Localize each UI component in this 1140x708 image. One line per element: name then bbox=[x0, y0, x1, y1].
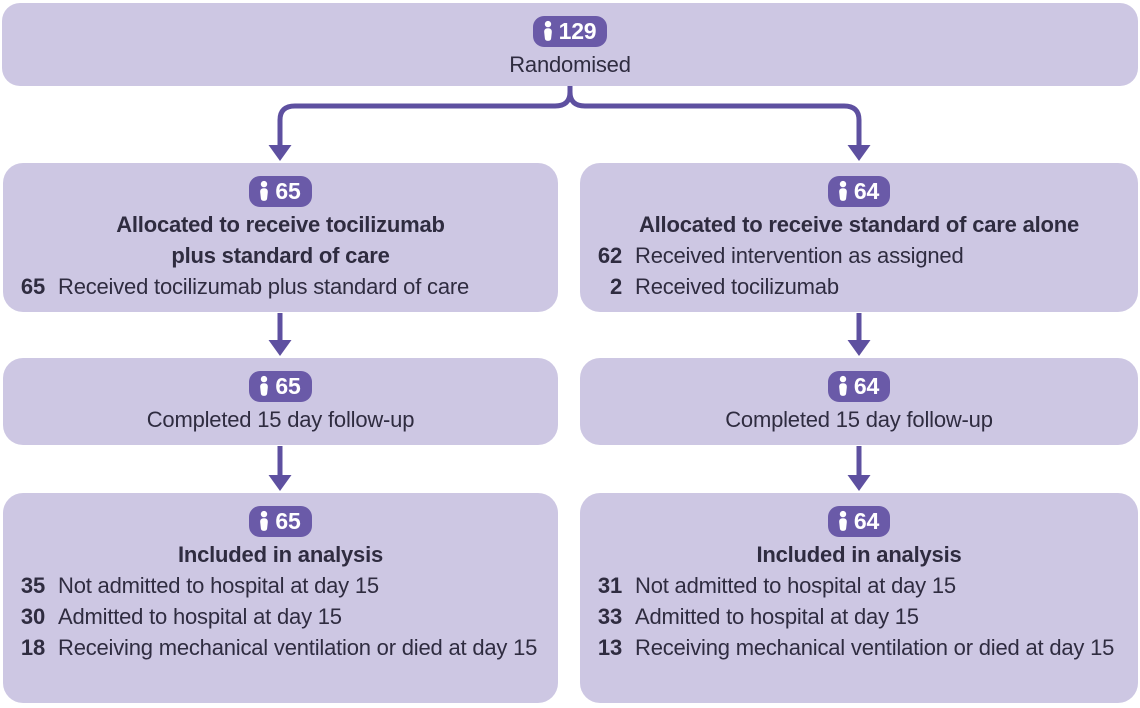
allocation-title: Allocated to receive standard of care al… bbox=[638, 211, 1080, 237]
participant-count: 64 bbox=[853, 177, 880, 204]
item-text: Admitted to hospital at day 15 bbox=[635, 603, 919, 629]
arrow-icon bbox=[847, 145, 871, 161]
branch-line-left bbox=[277, 84, 573, 147]
analysis-title: Included in analysis bbox=[756, 541, 962, 567]
allocation-items: 65 Received tocilizumab plus standard of… bbox=[3, 271, 558, 302]
person-icon bbox=[839, 181, 847, 202]
participant-count: 64 bbox=[853, 372, 880, 399]
item-text: Admitted to hospital at day 15 bbox=[58, 603, 342, 629]
arrow-icon bbox=[268, 145, 292, 161]
person-icon bbox=[839, 376, 847, 397]
person-icon bbox=[543, 21, 552, 42]
analysis-box-tocilizumab: 65 Included in analysis 35 Not admitted … bbox=[3, 493, 558, 703]
item-text: Received tocilizumab plus standard of ca… bbox=[58, 273, 470, 299]
list-item: 13 Receiving mechanical ventilation or d… bbox=[588, 632, 1132, 663]
list-item: 30 Admitted to hospital at day 15 bbox=[11, 601, 552, 632]
list-item: 18 Receiving mechanical ventilation or d… bbox=[11, 632, 552, 663]
list-item: 35 Not admitted to hospital at day 15 bbox=[11, 570, 552, 601]
participant-count-badge: 65 bbox=[249, 505, 312, 537]
participant-count: 65 bbox=[275, 372, 301, 399]
arrow-icon bbox=[268, 475, 292, 491]
list-item: 31 Not admitted to hospital at day 15 bbox=[588, 570, 1132, 601]
analysis-box-standard-care: 64 Included in analysis 31 Not admitted … bbox=[580, 493, 1138, 703]
participant-count: 65 bbox=[275, 507, 301, 534]
arrow-icon bbox=[268, 340, 292, 356]
followup-label: Completed 15 day follow-up bbox=[146, 406, 415, 432]
item-count: 30 bbox=[20, 603, 45, 629]
branch-line-right bbox=[567, 84, 862, 147]
badge-row: 65 bbox=[3, 163, 558, 207]
randomised-label: Randomised bbox=[509, 51, 631, 77]
item-text: Not admitted to hospital at day 15 bbox=[58, 572, 379, 598]
item-count: 62 bbox=[597, 242, 622, 268]
item-count: 35 bbox=[20, 572, 45, 598]
randomised-box: 129 Randomised bbox=[2, 3, 1138, 86]
item-text: Received tocilizumab bbox=[635, 273, 839, 299]
allocation-box-tocilizumab: 65 Allocated to receive tocilizumab plus… bbox=[3, 163, 558, 312]
item-text: Received intervention as assigned bbox=[635, 242, 964, 268]
item-text: Not admitted to hospital at day 15 bbox=[635, 572, 956, 598]
list-item: 62 Received intervention as assigned bbox=[588, 240, 1132, 271]
badge-row: 65 bbox=[3, 358, 558, 402]
list-item: 2 Received tocilizumab bbox=[588, 271, 1132, 302]
item-count: 2 bbox=[609, 273, 622, 299]
badge-row: 65 bbox=[3, 493, 558, 537]
list-item: 33 Admitted to hospital at day 15 bbox=[588, 601, 1132, 632]
item-count: 65 bbox=[20, 273, 45, 299]
item-count: 13 bbox=[597, 634, 622, 660]
item-text: Receiving mechanical ventilation or died… bbox=[58, 634, 538, 660]
analysis-title: Included in analysis bbox=[177, 541, 384, 567]
followup-box-tocilizumab: 65 Completed 15 day follow-up bbox=[3, 358, 558, 445]
allocation-box-standard-care: 64 Allocated to receive standard of care… bbox=[580, 163, 1138, 312]
participant-count-badge: 64 bbox=[827, 505, 891, 537]
participant-count-badge: 64 bbox=[827, 370, 891, 402]
badge-row: 64 bbox=[580, 358, 1138, 402]
badge-row: 64 bbox=[580, 163, 1138, 207]
participant-count-badge: 65 bbox=[249, 175, 312, 207]
participant-count: 64 bbox=[853, 507, 880, 534]
badge-row: 64 bbox=[580, 493, 1138, 537]
arrow-icon bbox=[847, 340, 871, 356]
participant-count-badge: 65 bbox=[249, 370, 312, 402]
participant-count: 129 bbox=[558, 17, 597, 44]
analysis-items: 35 Not admitted to hospital at day 15 30… bbox=[3, 570, 558, 663]
allocation-title: Allocated to receive tocilizumab plus st… bbox=[116, 211, 445, 268]
item-count: 33 bbox=[597, 603, 622, 629]
followup-label: Completed 15 day follow-up bbox=[725, 406, 993, 432]
followup-box-standard-care: 64 Completed 15 day follow-up bbox=[580, 358, 1138, 445]
item-count: 31 bbox=[597, 572, 622, 598]
badge-row: 129 bbox=[2, 3, 1138, 47]
allocation-items: 62 Received intervention as assigned 2 R… bbox=[580, 240, 1138, 302]
list-item: 65 Received tocilizumab plus standard of… bbox=[11, 271, 552, 302]
analysis-items: 31 Not admitted to hospital at day 15 33… bbox=[580, 570, 1138, 663]
item-text: Receiving mechanical ventilation or died… bbox=[635, 634, 1115, 660]
item-count: 18 bbox=[20, 634, 45, 660]
person-icon bbox=[260, 376, 269, 397]
participant-count-badge: 129 bbox=[532, 15, 608, 47]
participant-count-badge: 64 bbox=[827, 175, 891, 207]
participant-count: 65 bbox=[275, 177, 301, 204]
person-icon bbox=[260, 511, 269, 532]
arrow-icon bbox=[847, 475, 871, 491]
person-icon bbox=[839, 511, 847, 532]
person-icon bbox=[260, 181, 269, 202]
